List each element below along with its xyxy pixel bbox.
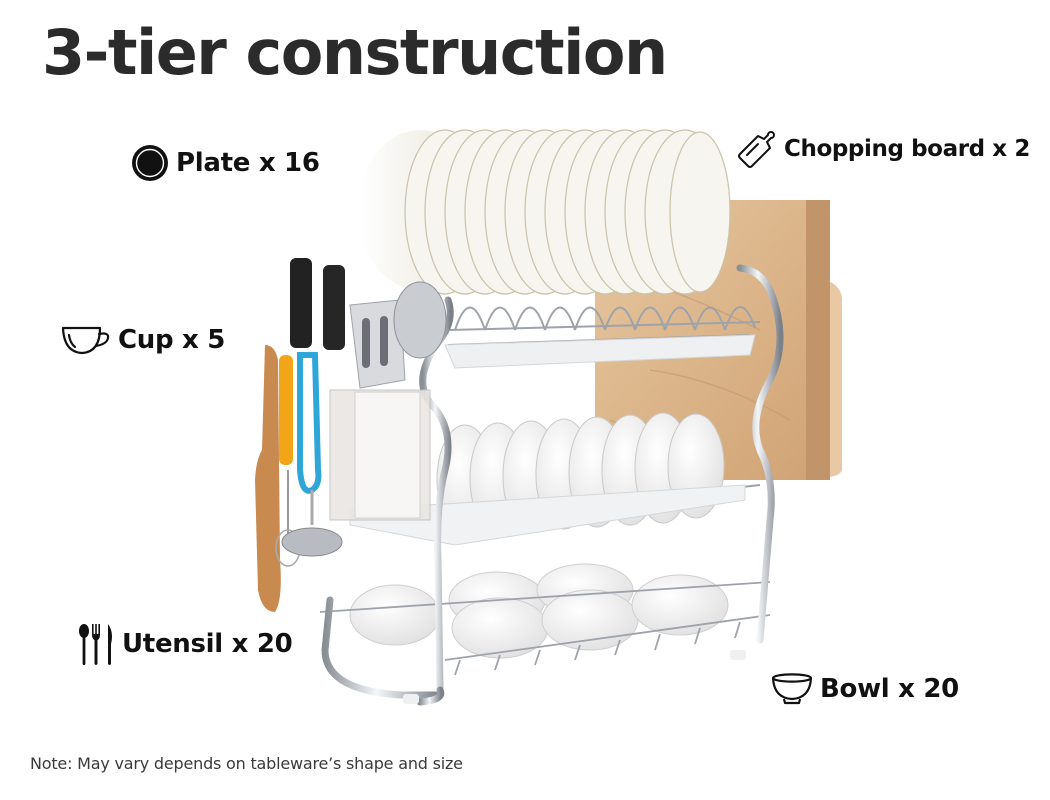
chopping-board-icon <box>738 131 775 168</box>
plates-stack <box>358 129 731 295</box>
cup-icon <box>61 326 110 355</box>
bottom-tier-rack <box>319 581 771 676</box>
bowl-icon <box>771 673 813 705</box>
dish-rack-product-image <box>255 129 842 706</box>
utensil-holder <box>290 258 447 521</box>
utensil-capacity-text: Utensil x 20 <box>122 629 293 659</box>
feet <box>403 650 746 704</box>
chopping-board-capacity-label: Chopping board x 2 <box>736 128 1030 170</box>
cup-capacity-text: Cup x 5 <box>118 325 226 355</box>
bottom-tier-bowls <box>349 563 729 659</box>
page-title: 3-tier construction <box>42 16 668 89</box>
top-drip-tray <box>444 334 756 369</box>
utensils-icon <box>79 624 112 665</box>
middle-drip-tray <box>349 484 746 546</box>
hanging-tools <box>255 345 343 612</box>
bowl-capacity-label: Bowl x 20 <box>770 672 959 706</box>
plate-capacity-label: Plate x 16 <box>130 143 320 183</box>
cup-capacity-label: Cup x 5 <box>60 322 225 358</box>
plate-capacity-text: Plate x 16 <box>176 148 320 178</box>
chopping-board-capacity-text: Chopping board x 2 <box>784 136 1030 162</box>
bowl-capacity-text: Bowl x 20 <box>820 674 959 704</box>
utensil-capacity-label: Utensil x 20 <box>78 622 293 666</box>
disclaimer-note: Note: May vary depends on tableware’s sh… <box>30 754 463 773</box>
plate-icon <box>132 145 168 181</box>
